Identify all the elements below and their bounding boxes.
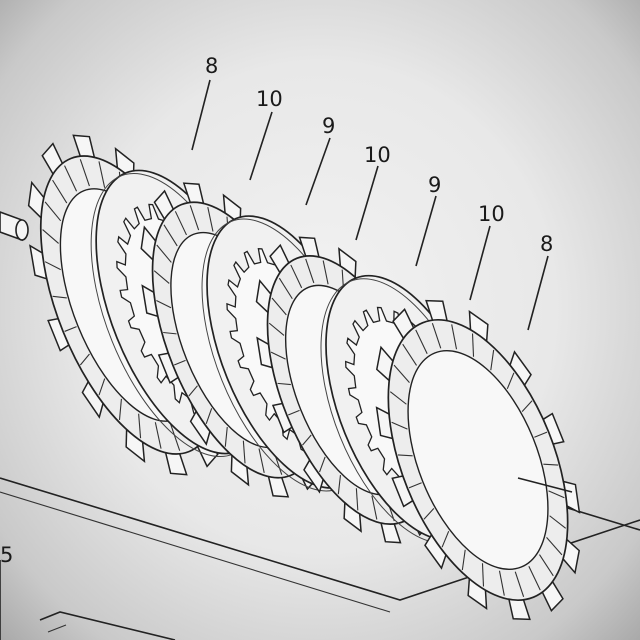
- friction-pad-groove: [44, 201, 62, 222]
- friction-pad-groove: [290, 264, 303, 289]
- friction-pad-groove: [322, 260, 329, 285]
- friction-pad-groove: [42, 229, 59, 244]
- plate-tab: [164, 451, 188, 476]
- friction-pad-groove: [471, 333, 475, 357]
- friction-pad-groove: [521, 400, 533, 412]
- friction-pad-groove: [408, 482, 422, 489]
- leader-line-10-second: [355, 165, 379, 241]
- leader-line-center: [517, 477, 573, 493]
- friction-pad-groove: [397, 454, 413, 457]
- leader-line-10-first: [249, 111, 273, 181]
- friction-pad-groove: [337, 475, 342, 495]
- friction-pad-groove: [534, 431, 548, 438]
- friction-pad-groove: [163, 331, 177, 335]
- friction-pad-groove: [271, 297, 287, 316]
- friction-pad-groove: [154, 422, 162, 449]
- friction-pad-groove: [528, 565, 541, 591]
- friction-pad-groove: [451, 324, 458, 350]
- friction-pad-groove: [506, 372, 515, 390]
- friction-pad-groove: [98, 161, 106, 188]
- callout-10-first: 10: [256, 87, 283, 111]
- leader-line-8-left: [191, 79, 211, 151]
- friction-pad-groove: [174, 211, 187, 236]
- friction-pad-groove: [461, 549, 466, 571]
- friction-pad-groove: [302, 434, 312, 446]
- friction-pad-groove: [548, 490, 565, 499]
- friction-pad-groove: [44, 261, 61, 271]
- friction-pad-groove: [258, 448, 265, 474]
- friction-pad-groove: [242, 440, 246, 464]
- leader-line-9-second: [415, 195, 437, 267]
- friction-pad-groove: [156, 244, 172, 263]
- friction-pad-groove: [490, 349, 495, 371]
- plate-tab: [267, 475, 290, 498]
- friction-pad-groove: [270, 351, 286, 360]
- plate-stack: [27, 134, 581, 621]
- plate-tab: [72, 134, 96, 159]
- callout-8-left: 8: [205, 54, 218, 78]
- plate-inner-rim: [407, 349, 549, 571]
- leader-line-8-right: [527, 255, 549, 331]
- friction-pad-groove: [277, 382, 291, 386]
- leader-line-10-third: [469, 225, 491, 301]
- friction-pad-groove: [481, 563, 485, 587]
- friction-pad-groove: [79, 159, 90, 187]
- friction-pad-groove: [319, 456, 326, 473]
- friction-pad-groove: [393, 364, 410, 383]
- friction-pad-groove: [514, 571, 525, 598]
- friction-pad-groove: [205, 408, 213, 424]
- callout-8-right: 8: [540, 232, 553, 256]
- friction-pad-groove: [64, 165, 78, 192]
- friction-pad-groove: [391, 421, 408, 430]
- friction-pad-groove: [64, 326, 77, 332]
- friction-pad-groove: [288, 409, 300, 416]
- friction-pad-groove: [156, 299, 172, 309]
- friction-pad-groove: [498, 570, 505, 596]
- push-rod: [0, 211, 29, 242]
- friction-pad-groove: [423, 508, 435, 520]
- callout-labels: 8 10 9 10 9 10 8 5: [0, 54, 553, 567]
- callout-9-first: 9: [322, 114, 335, 138]
- friction-pad-groove: [174, 359, 186, 366]
- plate-tab: [380, 522, 402, 544]
- friction-pad-groove: [98, 378, 106, 396]
- friction-pad-groove: [207, 206, 214, 232]
- friction-pad-groove: [188, 385, 198, 397]
- friction-pad-groove: [163, 224, 178, 247]
- friction-pad-groove: [278, 277, 293, 300]
- friction-pad-groove: [441, 530, 450, 548]
- callout-10-second: 10: [364, 143, 391, 167]
- part-5-fragment: [0, 560, 176, 640]
- friction-pad-groove: [52, 179, 68, 204]
- friction-pad-groove: [546, 537, 563, 556]
- friction-pad-groove: [79, 353, 90, 366]
- friction-pad-groove: [539, 554, 554, 577]
- friction-pad-groove: [268, 322, 285, 336]
- friction-pad-groove: [52, 295, 67, 299]
- friction-pad-groove: [170, 423, 181, 451]
- friction-pad-groove: [549, 515, 567, 529]
- callout-5: 5: [0, 543, 13, 567]
- friction-pad-groove: [431, 322, 442, 349]
- friction-pad-groove: [415, 329, 428, 355]
- friction-pad-groove: [355, 488, 359, 511]
- friction-pad-groove: [402, 343, 417, 366]
- friction-pad-groove: [118, 398, 122, 421]
- friction-pad-groove: [224, 427, 228, 447]
- friction-pad-groove: [305, 258, 315, 284]
- friction-pad-groove: [138, 413, 142, 439]
- friction-pad-groove: [543, 463, 559, 466]
- callout-10-third: 10: [478, 202, 505, 226]
- friction-pad-groove: [389, 391, 407, 405]
- leader-lines: [191, 79, 573, 493]
- friction-pad-groove: [153, 270, 170, 284]
- friction-pad-groove: [189, 205, 200, 231]
- callout-9-second: 9: [428, 173, 441, 197]
- friction-pad-groove: [371, 495, 378, 520]
- leader-line-9-first: [305, 137, 331, 206]
- friction-plate-8-right: [375, 299, 581, 621]
- plate-tab: [507, 598, 531, 621]
